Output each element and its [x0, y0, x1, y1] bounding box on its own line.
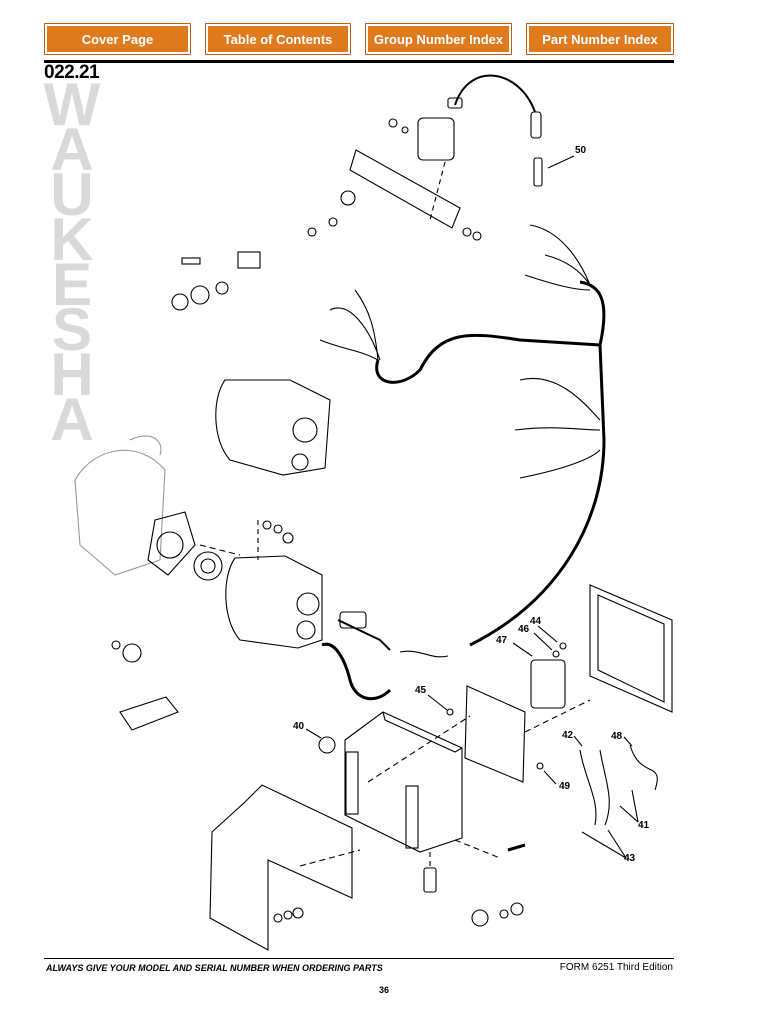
watermark-letter: S: [51, 296, 93, 363]
gasket: [147, 511, 196, 576]
callout-47: 47: [496, 635, 508, 646]
watermark-letter: U: [50, 161, 94, 228]
coil-bracket: [349, 149, 461, 229]
callout-43: 43: [624, 853, 636, 864]
watermark-letter: K: [50, 206, 94, 273]
waukesha-watermark: W A U K E S H A: [40, 71, 104, 453]
frame-gasket: [589, 584, 673, 713]
table-of-contents-button[interactable]: Table of Contents: [205, 23, 351, 55]
watermark-letter: A: [50, 386, 94, 453]
spark-plug-boot: [530, 111, 542, 139]
instruction-tag: [119, 696, 179, 731]
junction-box: [530, 659, 566, 709]
magneto-upper: [215, 379, 331, 476]
callout-41: 41: [638, 820, 650, 831]
callout-42: 42: [562, 730, 574, 741]
part-number-index-button[interactable]: Part Number Index: [526, 23, 674, 55]
group-number-index-button[interactable]: Group Number Index: [365, 23, 512, 55]
ordering-notice: ALWAYS GIVE YOUR MODEL AND SERIAL NUMBER…: [46, 963, 383, 973]
mounting-plate: [464, 685, 526, 783]
watermark-letter: W: [43, 71, 101, 138]
footer-rule: [44, 958, 674, 959]
callout-40: 40: [293, 721, 305, 732]
watermark-letter: H: [50, 341, 94, 408]
adapter-casting: [74, 449, 166, 576]
section-number: 022.21: [44, 62, 100, 83]
header-rule: [44, 60, 674, 63]
cover-page-button[interactable]: Cover Page: [44, 23, 191, 55]
callout-46: 46: [518, 624, 530, 635]
mounting-bracket: [209, 784, 353, 951]
page-number: 36: [378, 985, 389, 995]
form-edition: FORM 6251 Third Edition: [559, 962, 673, 973]
callout-45: 45: [415, 685, 427, 696]
callout-44: 44: [530, 616, 542, 627]
watermark-letter: E: [51, 251, 93, 318]
lead-connector: [447, 97, 463, 109]
spark-plug: [533, 157, 543, 187]
callout-48: 48: [611, 731, 623, 742]
magneto-lower: [225, 555, 323, 649]
callout-50: 50: [575, 145, 587, 156]
ignition-coil: [417, 117, 455, 161]
watermark-letter: A: [50, 116, 94, 183]
callout-49: 49: [559, 781, 571, 792]
